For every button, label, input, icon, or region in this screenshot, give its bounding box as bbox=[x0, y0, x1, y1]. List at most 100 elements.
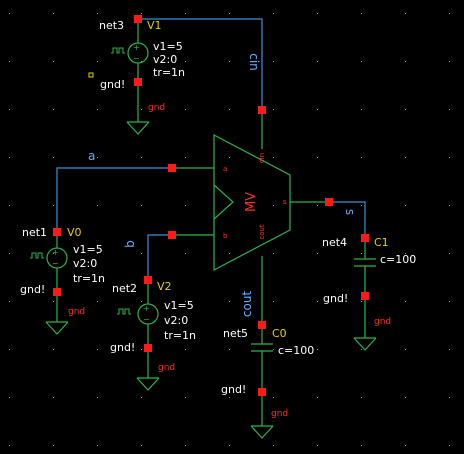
grid-dot bbox=[141, 157, 142, 158]
grid-dot bbox=[405, 157, 406, 158]
pin-a[interactable] bbox=[168, 164, 176, 172]
grid-dot bbox=[273, 397, 274, 398]
grid-dot bbox=[141, 253, 142, 254]
net-label-net2: net2 bbox=[112, 282, 137, 295]
pin-v2-plus[interactable] bbox=[144, 276, 152, 284]
gnd-net-v2: gnd bbox=[158, 363, 175, 373]
gnd-net-c0: gnd bbox=[271, 409, 288, 419]
origin-marker bbox=[88, 72, 94, 78]
svg-text:+: + bbox=[133, 43, 140, 52]
adder-title: MV bbox=[244, 192, 259, 212]
grid-dot bbox=[449, 397, 450, 398]
capacitor-c1[interactable] bbox=[353, 238, 377, 351]
grid-dot bbox=[317, 445, 318, 446]
grid-dot bbox=[273, 61, 274, 62]
grid-dot bbox=[317, 349, 318, 350]
grid-dot bbox=[317, 61, 318, 62]
gnd-net-v0: gnd bbox=[68, 307, 85, 317]
pin-c0-plus[interactable] bbox=[258, 321, 266, 329]
grid-dot bbox=[53, 157, 54, 158]
pin-c1-plus[interactable] bbox=[361, 234, 369, 242]
grid-dot bbox=[53, 445, 54, 446]
grid-dot bbox=[405, 445, 406, 446]
vsource-v0[interactable]: + − bbox=[30, 232, 69, 335]
grid-dot bbox=[449, 205, 450, 206]
adder-pin-s: s bbox=[283, 198, 287, 206]
grid-dot bbox=[361, 445, 362, 446]
grid-dot bbox=[9, 301, 10, 302]
grid-dot bbox=[273, 13, 274, 14]
grid-dot bbox=[9, 349, 10, 350]
grid-dot bbox=[97, 397, 98, 398]
grid-dot bbox=[361, 349, 362, 350]
grid-dot bbox=[141, 397, 142, 398]
grid-dot bbox=[273, 109, 274, 110]
pin-c0-minus[interactable] bbox=[258, 388, 266, 396]
full-adder-symbol[interactable] bbox=[172, 110, 329, 290]
grid-dot bbox=[361, 205, 362, 206]
grid-dot bbox=[53, 13, 54, 14]
pin-cin[interactable] bbox=[258, 106, 266, 114]
grid-dot bbox=[53, 349, 54, 350]
grid-dot bbox=[185, 13, 186, 14]
grid-dot bbox=[273, 253, 274, 254]
grid-dot bbox=[317, 205, 318, 206]
wire-s[interactable] bbox=[329, 201, 366, 238]
grid-dot bbox=[449, 109, 450, 110]
svg-text:−: − bbox=[133, 54, 140, 63]
param-v2-v1: v1=5 bbox=[164, 299, 194, 312]
wire-cin[interactable] bbox=[138, 18, 263, 110]
grid-dot bbox=[449, 301, 450, 302]
grid-dot bbox=[9, 157, 10, 158]
grid-dot bbox=[229, 157, 230, 158]
instance-label-v0: V0 bbox=[67, 226, 82, 239]
grid-dot bbox=[405, 397, 406, 398]
wire-b[interactable] bbox=[147, 234, 172, 280]
grid-dot bbox=[185, 109, 186, 110]
param-v0-v2: v2:0 bbox=[73, 257, 97, 270]
grid-dot bbox=[185, 253, 186, 254]
grid-dot bbox=[185, 157, 186, 158]
grid-dot bbox=[449, 253, 450, 254]
net-label-cin: cin bbox=[247, 53, 261, 71]
grid-dot bbox=[53, 61, 54, 62]
grid-dot bbox=[53, 397, 54, 398]
grid-dot bbox=[53, 253, 54, 254]
pin-v0-minus[interactable] bbox=[53, 288, 61, 296]
pin-b[interactable] bbox=[168, 231, 176, 239]
pin-v0-plus[interactable] bbox=[53, 228, 61, 236]
grid-dot bbox=[9, 13, 10, 14]
param-c0-c: c=100 bbox=[278, 344, 314, 357]
wire-a[interactable] bbox=[56, 167, 172, 232]
grid-dot bbox=[273, 349, 274, 350]
grid-dot bbox=[317, 157, 318, 158]
grid-dot bbox=[97, 61, 98, 62]
grid-dot bbox=[405, 301, 406, 302]
grid-dot bbox=[141, 205, 142, 206]
grid-dot bbox=[97, 445, 98, 446]
param-v1-v2: v2:0 bbox=[153, 53, 177, 66]
grid-dot bbox=[9, 397, 10, 398]
grid-dot bbox=[405, 253, 406, 254]
pin-v1-minus[interactable] bbox=[134, 78, 142, 86]
grid-dot bbox=[317, 109, 318, 110]
pin-c1-minus[interactable] bbox=[361, 292, 369, 300]
pin-s[interactable] bbox=[325, 198, 333, 206]
param-v1-tr: tr=1n bbox=[153, 66, 185, 79]
grid-dot bbox=[317, 13, 318, 14]
capacitor-c0[interactable] bbox=[250, 290, 274, 439]
gnd-label-v2: gnd! bbox=[110, 341, 135, 354]
pin-v2-minus[interactable] bbox=[144, 344, 152, 352]
pin-v1-plus[interactable] bbox=[134, 15, 142, 23]
grid-dot bbox=[405, 61, 406, 62]
grid-dot bbox=[273, 301, 274, 302]
adder-pin-b: b bbox=[223, 232, 228, 240]
net-label-b: b bbox=[123, 240, 137, 248]
grid-dot bbox=[273, 205, 274, 206]
grid-dot bbox=[97, 349, 98, 350]
grid-dot bbox=[141, 349, 142, 350]
grid-dot bbox=[97, 301, 98, 302]
adder-pin-cin: cin bbox=[258, 153, 266, 163]
gnd-net-c1: gnd bbox=[374, 317, 391, 327]
